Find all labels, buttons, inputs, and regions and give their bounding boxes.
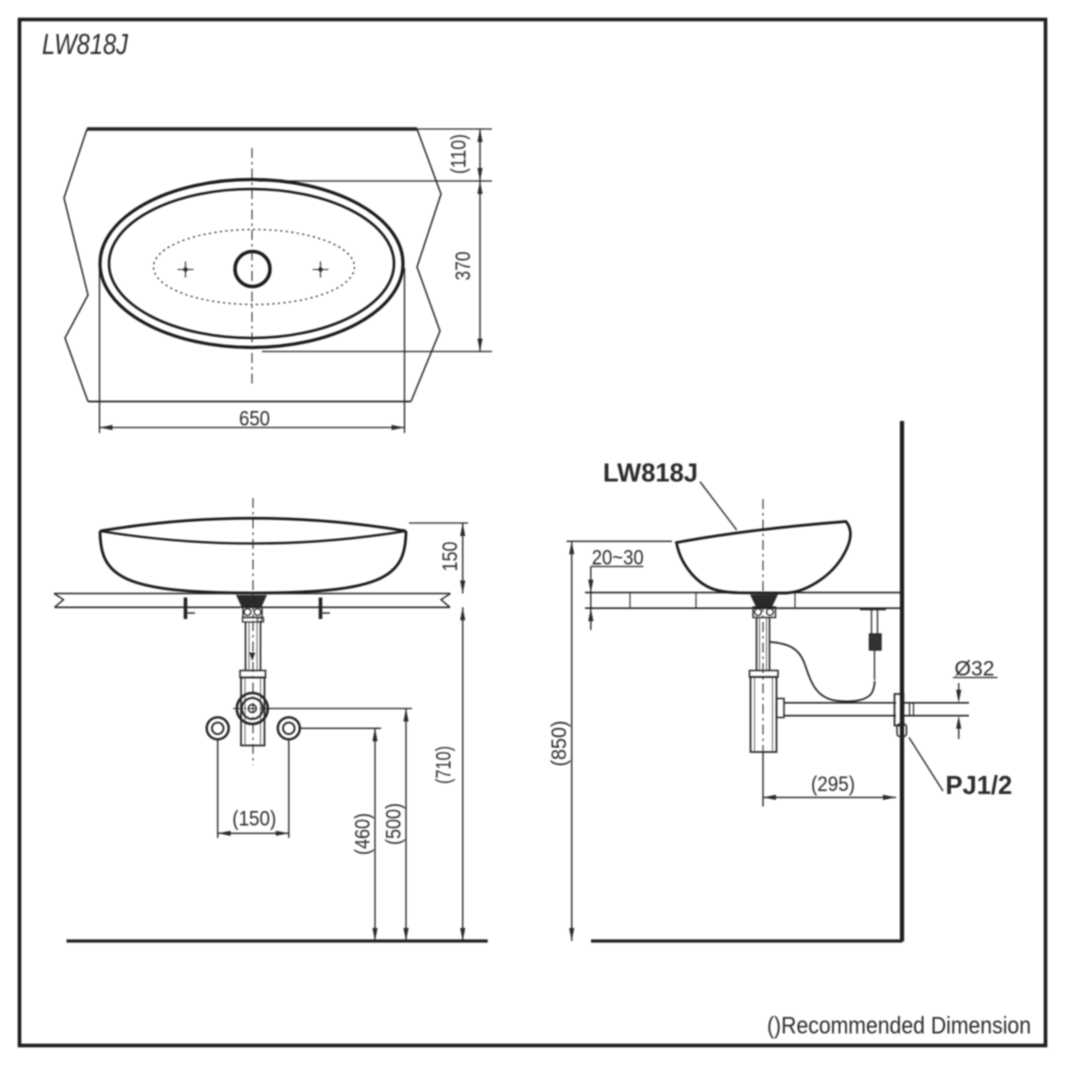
svg-text:650: 650 [239, 408, 270, 431]
svg-text:PJ1/2: PJ1/2 [946, 772, 1013, 800]
svg-text:()Recommended Dimension: ()Recommended Dimension [767, 1013, 1031, 1040]
svg-text:370: 370 [452, 252, 475, 281]
svg-text:(710): (710) [433, 746, 456, 784]
svg-text:LW818J: LW818J [603, 460, 698, 488]
svg-text:150: 150 [439, 542, 462, 572]
svg-text:(110): (110) [448, 134, 471, 174]
svg-text:(500): (500) [383, 803, 406, 845]
svg-text:(150): (150) [232, 808, 276, 831]
svg-text:(460): (460) [352, 813, 375, 855]
svg-text:(295): (295) [811, 773, 855, 796]
svg-text:(850): (850) [548, 721, 571, 767]
svg-text:LW818J: LW818J [42, 29, 129, 61]
svg-text:Ø32: Ø32 [955, 658, 995, 681]
svg-text:20~30: 20~30 [592, 547, 644, 570]
